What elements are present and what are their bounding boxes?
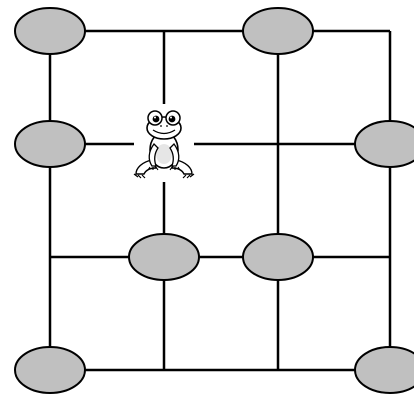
grid-node-n-midbottom-midleft — [129, 234, 199, 280]
grid-node-n-top-midright — [243, 8, 313, 54]
grid-nodes — [15, 8, 414, 393]
grid-node-n-bottom-right — [355, 347, 414, 393]
grid-node-n-bottom-left — [15, 347, 85, 393]
grid-lines — [50, 31, 390, 370]
grid-node-n-midtop-right — [355, 121, 414, 167]
grid-node-n-top-left — [15, 8, 85, 54]
grid-node-n-midtop-left — [15, 121, 85, 167]
frog-icon — [134, 104, 194, 182]
grid-node-n-midbottom-midright — [243, 234, 313, 280]
